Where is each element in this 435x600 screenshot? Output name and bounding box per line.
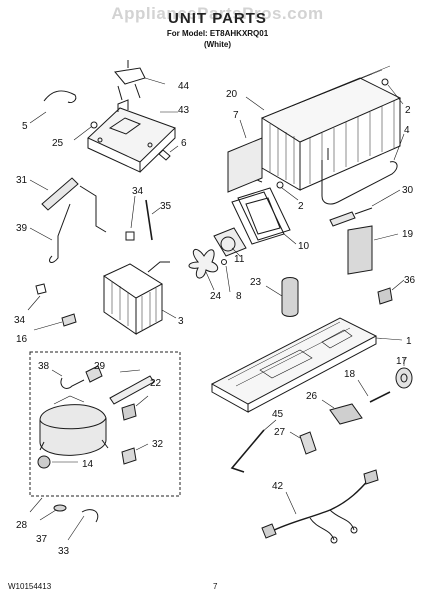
document-number: W10154413: [8, 582, 52, 591]
callout-22: 22: [150, 378, 162, 389]
part-32-connector: [121, 443, 149, 465]
part-6-screw: [158, 145, 179, 161]
compressor-group-box: [29, 351, 181, 497]
callout-18: 18: [344, 369, 356, 380]
callout-27: 27: [274, 427, 286, 438]
callout-42: 42: [272, 481, 284, 492]
callout-11: 11: [234, 254, 245, 265]
callout-44: 44: [178, 81, 190, 92]
part-45-wrench: [230, 419, 277, 473]
callout-2-top: 2: [405, 105, 411, 116]
part-28-marker: [29, 497, 43, 513]
callout-25: 25: [52, 138, 64, 149]
part-39-tubing: [29, 185, 107, 263]
part-43-control-box: [87, 99, 178, 173]
callout-1: 1: [406, 336, 412, 347]
callout-28: 28: [16, 520, 28, 531]
callout-34-top: 34: [132, 186, 144, 197]
compressor: [39, 395, 109, 456]
callout-24: 24: [210, 291, 222, 302]
part-34-clip-left: [27, 283, 47, 311]
part-44-bracket: [114, 60, 166, 101]
callout-20: 20: [226, 89, 238, 100]
part-18-bolt: [357, 379, 391, 403]
callout-7: 7: [233, 110, 239, 121]
callout-2-mid: 2: [298, 201, 304, 212]
callout-labels: 44 43 5 25 6 20 7 2 4 31 34 35 30 39 2 1…: [14, 81, 416, 557]
callout-43: 43: [178, 105, 190, 116]
part-4-tube: [321, 133, 405, 205]
callout-8: 8: [236, 291, 242, 302]
part-37-washer: [39, 504, 67, 521]
part-7-panel: [227, 119, 263, 193]
part-36-bracket: [377, 279, 405, 305]
part-1-base-pan: [210, 317, 403, 413]
callout-33: 33: [58, 546, 70, 557]
watermark-text: AppliancePartsPros.com: [111, 4, 324, 23]
callout-6: 6: [181, 138, 187, 149]
part-8-screw: [221, 259, 231, 293]
part-27-bracket: [289, 431, 317, 455]
part-26-label: [321, 399, 363, 425]
part-2-screws: [276, 78, 404, 201]
part-19-pad: [347, 225, 399, 275]
part-30-sensor: [329, 189, 401, 227]
part-17-roller: [395, 358, 413, 389]
page-title: UNIT PARTS: [168, 10, 267, 27]
callout-3: 3: [178, 316, 184, 327]
callout-36: 36: [404, 275, 416, 286]
part-20-condenser: [245, 65, 402, 191]
part-29-relay: [85, 365, 155, 405]
callout-32: 32: [152, 439, 164, 450]
callout-5: 5: [22, 121, 28, 132]
part-25-screw: [73, 121, 98, 141]
part-10-shroud: [231, 187, 297, 245]
callout-29: 29: [94, 361, 106, 372]
callout-17: 17: [396, 356, 408, 367]
callout-37: 37: [36, 534, 48, 545]
part-3-coil: [102, 261, 177, 335]
part-42-harness: [261, 469, 379, 544]
callout-45: 45: [272, 409, 284, 420]
page-number: 7: [213, 582, 218, 591]
part-23-pad: [265, 277, 299, 317]
callout-31: 31: [16, 175, 28, 186]
part-22-overload: [121, 395, 149, 421]
callout-38: 38: [38, 361, 50, 372]
part-5-clip: [29, 90, 77, 124]
callout-26: 26: [306, 391, 318, 402]
model-line: For Model: ET8AHKXRQ01: [166, 29, 269, 38]
color-line: (White): [203, 40, 232, 49]
callout-19: 19: [402, 229, 414, 240]
part-14-grommet: [37, 455, 78, 469]
part-24-fan-blade: [188, 248, 219, 291]
callout-4: 4: [404, 125, 410, 136]
part-11-motor: [213, 227, 247, 257]
part-35-rod: [145, 199, 161, 241]
callout-14: 14: [82, 459, 94, 470]
callout-39: 39: [16, 223, 28, 234]
part-16-clip: [33, 313, 77, 331]
callout-16: 16: [16, 334, 28, 345]
callout-30: 30: [402, 185, 414, 196]
callout-10: 10: [298, 241, 310, 252]
part-33-clip: [67, 509, 99, 541]
callout-34-left: 34: [14, 315, 26, 326]
callout-35: 35: [160, 201, 172, 212]
part-31-tube: [29, 177, 79, 211]
part-38-lead: [51, 369, 85, 389]
callout-23: 23: [250, 277, 262, 288]
part-34-clip: [125, 195, 136, 241]
